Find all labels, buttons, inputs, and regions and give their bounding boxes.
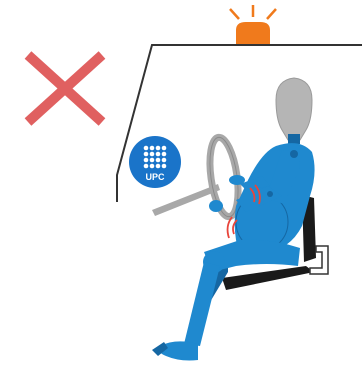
upc-logo: UPC xyxy=(129,136,181,188)
cross-icon xyxy=(28,55,102,122)
dummy-head xyxy=(276,78,312,140)
dummy-hand-right xyxy=(209,200,223,212)
crash-test-dummy xyxy=(152,78,315,361)
logo-text: UPC xyxy=(145,172,165,182)
warning-beacon-icon xyxy=(230,5,276,44)
